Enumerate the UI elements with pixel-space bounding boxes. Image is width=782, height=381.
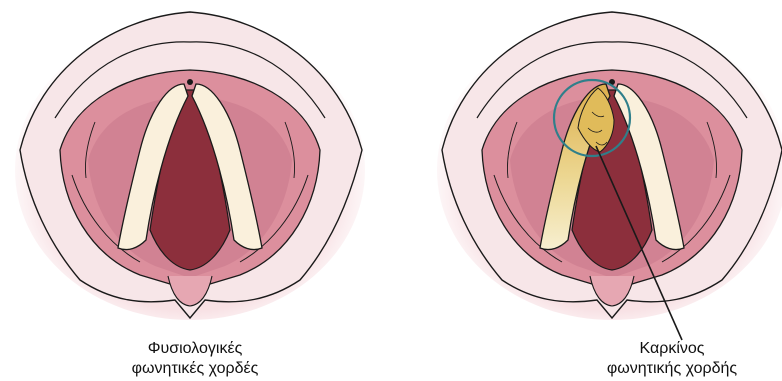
- normal-vocal-cords-caption: Φυσιολογικές φωνητικές χορδές: [90, 339, 300, 379]
- cancer-larynx-illustration: [437, 12, 782, 340]
- normal-caption-line1: Φυσιολογικές: [90, 339, 300, 359]
- cancer-caption-line1: Καρκίνος: [572, 339, 772, 359]
- cancer-caption-line2: φωνητικής χορδής: [572, 359, 772, 379]
- normal-larynx-illustration: [15, 12, 365, 320]
- normal-caption-line2: φωνητικές χορδές: [90, 359, 300, 379]
- vocal-cord-cancer-caption: Καρκίνος φωνητικής χορδής: [572, 339, 772, 379]
